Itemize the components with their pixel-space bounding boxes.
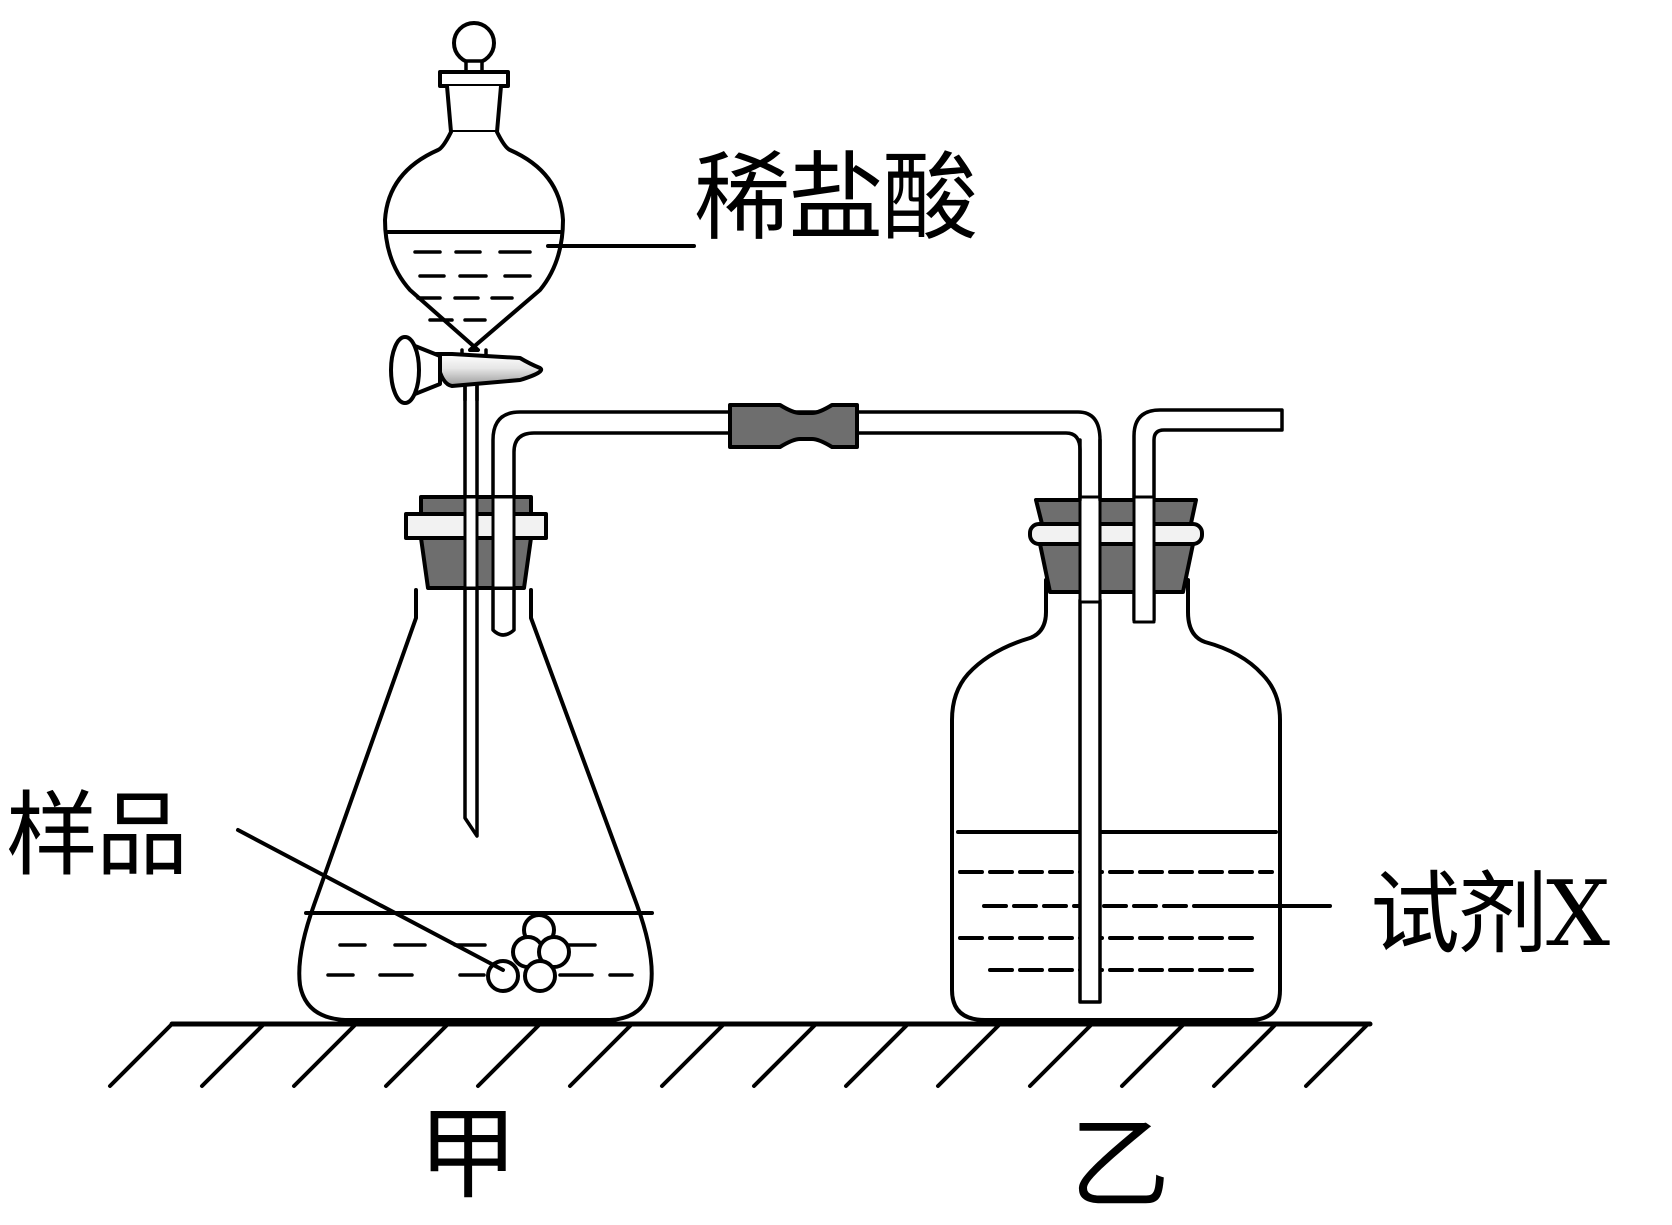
label-apparatus-yi: 乙: [1070, 1106, 1170, 1223]
leader-lines: [236, 244, 1332, 972]
flask-liquid-dashes: [326, 943, 634, 977]
bench-hatching: [108, 1022, 1370, 1088]
label-sample: 样品: [6, 782, 188, 889]
label-dilute-hydrochloric-acid: 稀盐酸: [694, 142, 978, 254]
gas-washing-bottle: [950, 408, 1284, 1022]
rubber-connector: [728, 403, 859, 449]
flask-stopper: [404, 495, 548, 590]
acid-dashes: [413, 250, 532, 322]
dropping-funnel: [383, 21, 565, 405]
funnel-stem: [463, 378, 479, 838]
label-apparatus-jia: 甲: [418, 1096, 518, 1213]
label-reagent-x: 试剂X: [1370, 862, 1610, 967]
bench: [108, 1021, 1373, 1088]
leader-sample: [236, 828, 505, 972]
sample-granules: [486, 913, 571, 993]
